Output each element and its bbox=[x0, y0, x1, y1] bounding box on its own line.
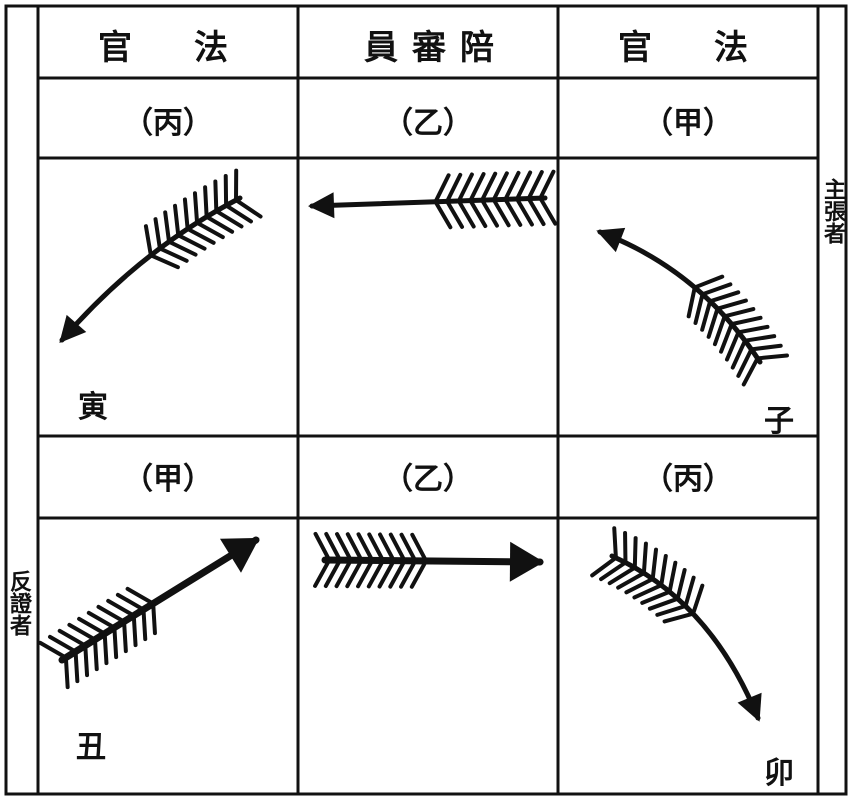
arrow-feather bbox=[718, 301, 746, 309]
arrow-feather bbox=[185, 199, 188, 228]
top-row-col1: （丙） bbox=[38, 98, 298, 142]
arrow-bottom-middle bbox=[315, 534, 544, 587]
arrow-feather bbox=[494, 173, 507, 199]
arrow-feather bbox=[696, 294, 703, 323]
arrow-feather bbox=[146, 226, 151, 255]
arrow-feather bbox=[644, 544, 646, 573]
arrow-feather bbox=[151, 255, 178, 267]
arrow-feather bbox=[710, 292, 738, 301]
arrow-feather bbox=[215, 182, 216, 212]
arrow-feather bbox=[482, 174, 495, 200]
arrow-feather bbox=[678, 570, 685, 599]
arrow-feather bbox=[540, 172, 553, 198]
arrow-feather bbox=[124, 622, 126, 651]
arrow-feather bbox=[657, 606, 685, 615]
arrow-feather bbox=[459, 174, 472, 200]
arrow-feather bbox=[165, 212, 169, 241]
bottom-row-col3: （丙） bbox=[558, 454, 818, 498]
header-col3: 官 法 bbox=[590, 20, 790, 69]
arrow-feather bbox=[153, 604, 155, 633]
header-col2: 員審陪 bbox=[326, 20, 546, 69]
arrow-feather bbox=[715, 316, 725, 344]
arrow-shaft bbox=[325, 560, 540, 562]
arrow-feather bbox=[447, 175, 460, 201]
arrow-feather bbox=[470, 174, 483, 200]
label-zi: 子 bbox=[764, 396, 794, 440]
label-mao: 卯 bbox=[764, 748, 794, 792]
arrow-feather bbox=[66, 658, 68, 687]
arrow-feather bbox=[695, 277, 722, 288]
arrow-feather bbox=[134, 616, 136, 645]
arrow-top-left bbox=[59, 171, 260, 343]
arrow-feather bbox=[686, 578, 694, 606]
arrow-feather bbox=[614, 528, 616, 557]
arrow-feather bbox=[435, 175, 448, 201]
arrow-shaft bbox=[62, 540, 256, 660]
arrow-feather bbox=[661, 556, 666, 585]
arrow-feather bbox=[517, 172, 530, 198]
arrow-bottom-left bbox=[40, 538, 259, 687]
arrow-feather bbox=[653, 550, 656, 579]
arrow-feather bbox=[635, 538, 636, 568]
arrow-feather bbox=[702, 301, 710, 329]
arrow-feather bbox=[693, 586, 702, 614]
arrow-feather bbox=[95, 640, 97, 669]
arrow-feather bbox=[205, 187, 207, 216]
arrow-head bbox=[510, 542, 544, 582]
side-label-rebutter: 反證者 bbox=[6, 570, 36, 636]
arrow-feather bbox=[76, 652, 78, 681]
arrow-bottom-right bbox=[592, 528, 761, 721]
arrow-feather bbox=[156, 219, 160, 248]
arrow-feather bbox=[114, 628, 116, 657]
bottom-row-col2: （乙） bbox=[298, 454, 558, 498]
arrow-feather bbox=[665, 614, 694, 622]
arrow-feather bbox=[105, 634, 107, 663]
arrow-feather bbox=[689, 287, 695, 316]
label-chou: 丑 bbox=[76, 722, 106, 766]
arrow-feather bbox=[703, 284, 731, 294]
arrow-feather bbox=[85, 646, 87, 675]
arrow-feather bbox=[758, 356, 787, 359]
arrow-feather bbox=[505, 173, 518, 199]
arrow-feather bbox=[670, 563, 676, 592]
arrow-feather bbox=[709, 309, 718, 337]
arrow-feather bbox=[175, 206, 178, 235]
arrow-head bbox=[308, 192, 334, 218]
header-col1: 官 法 bbox=[70, 20, 270, 69]
arrow-feather bbox=[195, 193, 197, 222]
label-yin: 寅 bbox=[78, 382, 108, 426]
arrow-feather bbox=[751, 346, 780, 350]
side-label-claimant: 主張者 bbox=[820, 178, 850, 244]
arrow-feather bbox=[725, 309, 754, 316]
arrow-feather bbox=[745, 336, 774, 341]
arrow-feather bbox=[738, 327, 767, 332]
arrow-feather bbox=[529, 172, 542, 198]
top-row-col2: （乙） bbox=[298, 98, 558, 142]
top-row-col3: （甲） bbox=[558, 98, 818, 142]
arrow-top-middle bbox=[308, 172, 555, 228]
arrow-top-right bbox=[596, 228, 787, 385]
bottom-row-col1: （甲） bbox=[38, 454, 298, 498]
arrow-feather bbox=[732, 318, 761, 324]
arrow-feather bbox=[143, 610, 145, 639]
